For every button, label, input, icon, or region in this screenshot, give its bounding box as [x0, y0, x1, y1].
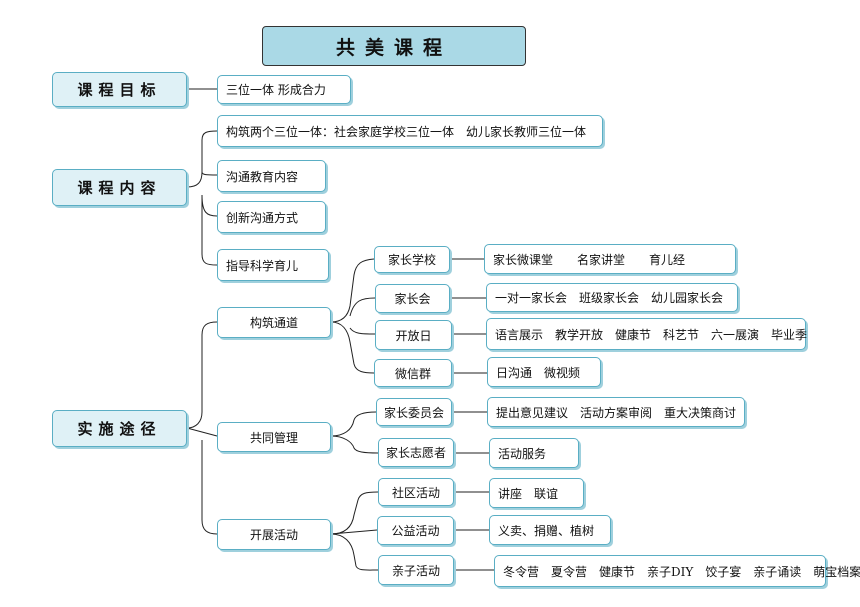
activities-item-detail: 讲座 联谊	[489, 478, 584, 508]
content-item-3: 创新沟通方式	[217, 201, 326, 233]
activities-item-detail: 义卖、捐赠、植树	[489, 515, 611, 545]
page-title: 共美课程	[262, 26, 526, 66]
channel-item-detail: 一对一家长会 班级家长会 幼儿园家长会	[486, 283, 738, 312]
content-item-4: 指导科学育儿	[217, 249, 329, 281]
activities-item-label: 公益活动	[377, 516, 454, 545]
management-item-detail: 活动服务	[489, 438, 579, 468]
channel-item-label: 家长学校	[374, 246, 450, 273]
channel-item-label: 家长会	[375, 284, 450, 313]
goal-item: 三位一体 形成合力	[217, 75, 351, 104]
channel-item-detail: 家长微课堂 名家讲堂 育儿经	[484, 244, 736, 274]
management-node: 共同管理	[217, 422, 331, 452]
content-item-1: 构筑两个三位一体：社会家庭学校三位一体 幼儿家长教师三位一体	[217, 115, 603, 147]
channel-item-detail: 语言展示 教学开放 健康节 科艺节 六一展演 毕业季	[486, 318, 807, 350]
activities-item-label: 亲子活动	[378, 555, 454, 585]
content-item-2: 沟通教育内容	[217, 160, 326, 192]
management-item-label: 家长委员会	[376, 398, 452, 426]
activities-item-label: 社区活动	[378, 478, 454, 506]
management-item-detail: 提出意见建议 活动方案审阅 重大决策商讨	[487, 397, 745, 427]
goal-node: 课程目标	[52, 72, 187, 107]
channel-item-label: 开放日	[375, 320, 452, 350]
channel-item-detail: 日沟通 微视频	[487, 357, 601, 387]
management-item-label: 家长志愿者	[378, 438, 454, 467]
content-node: 课程内容	[52, 169, 187, 206]
channel-item-label: 微信群	[374, 359, 452, 387]
implementation-node: 实施途径	[52, 410, 187, 447]
activities-node: 开展活动	[217, 519, 331, 550]
channel-node: 构筑通道	[217, 307, 331, 338]
activities-item-detail: 冬令营 夏令营 健康节 亲子DIY 饺子宴 亲子诵读 萌宝档案	[494, 555, 860, 587]
